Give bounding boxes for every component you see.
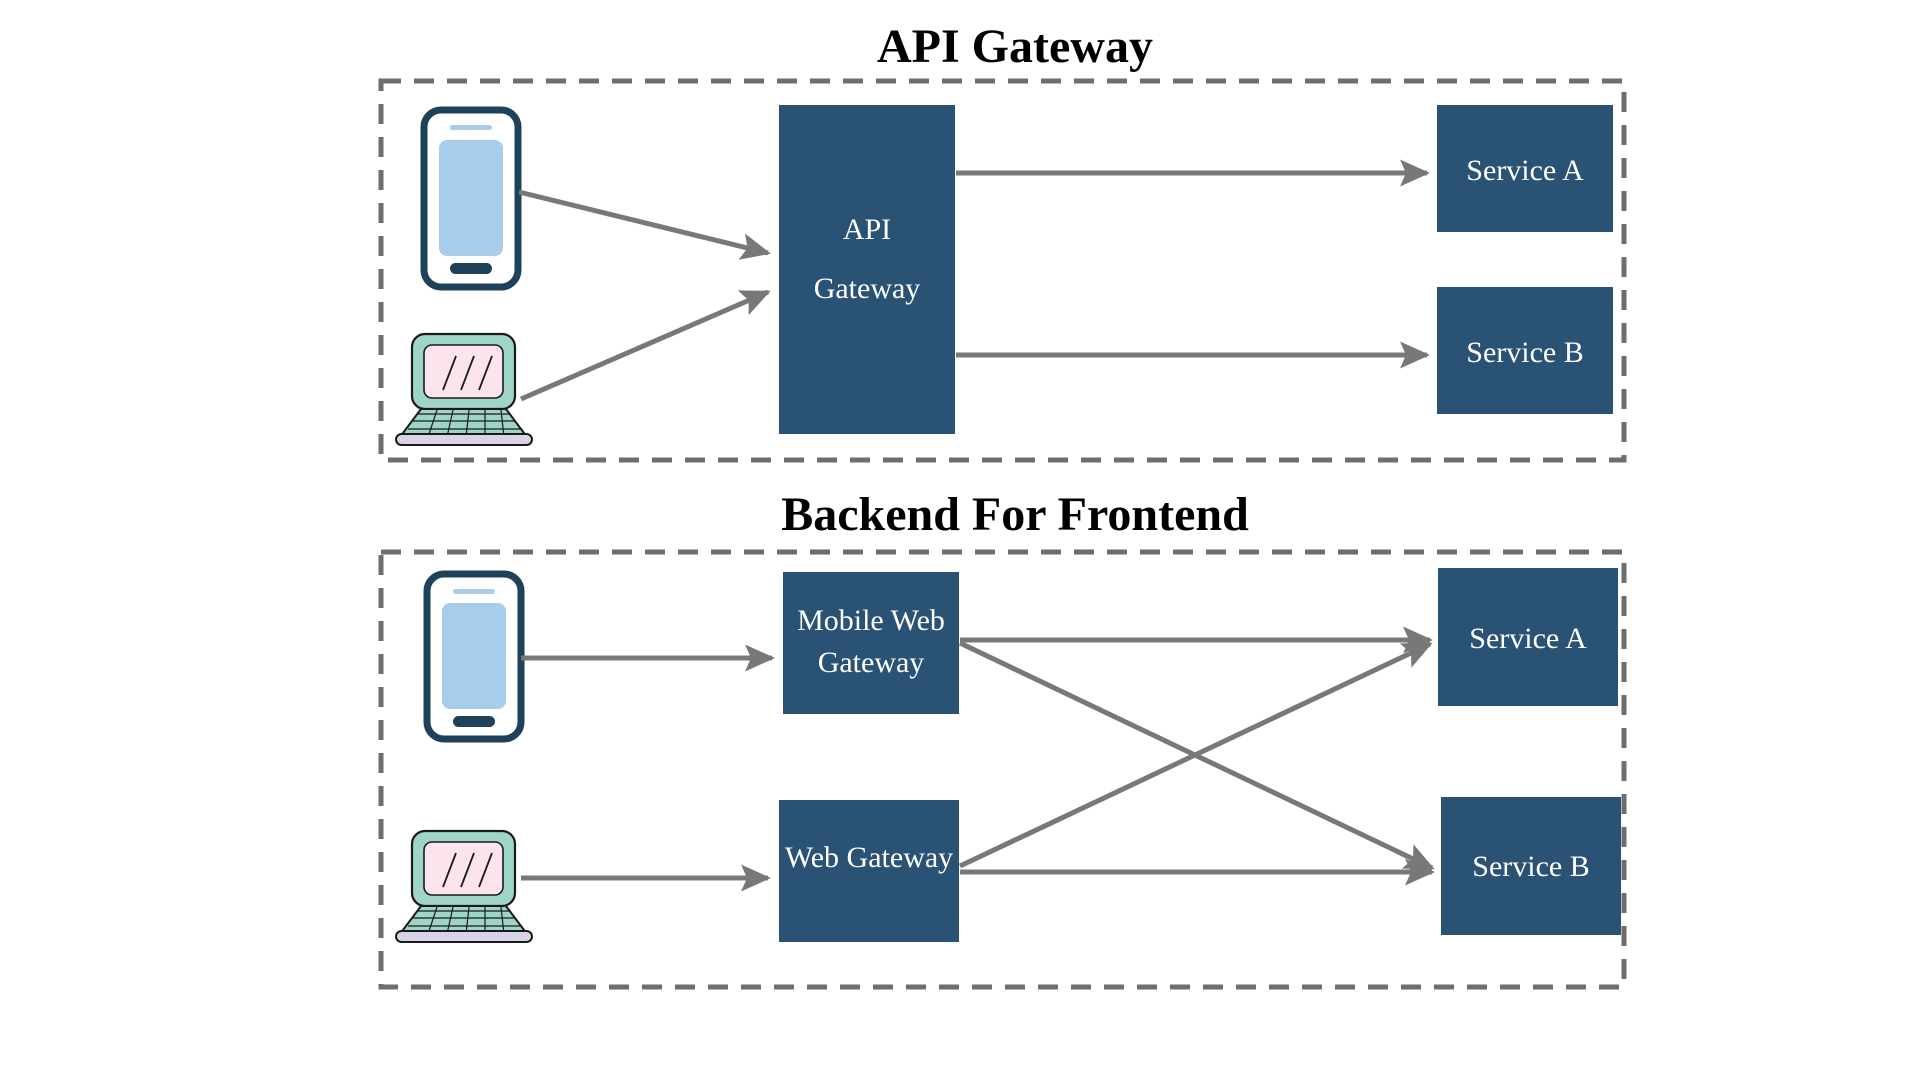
group-boundary-backend-for-frontend [378,549,1627,990]
laptop-icon [395,829,533,943]
mobile-web-gateway-node-label-line1: Mobile Web [797,604,945,637]
mobile-phone-icon [423,570,525,743]
section-title-api-gateway: API Gateway [877,20,1153,73]
service-b-node-label: Service B [1472,850,1589,883]
section-backend-for-frontend: Backend For Frontend [378,488,1627,990]
web-gateway-node: Web Gateway [779,800,959,942]
arrow-laptop-to-api-gateway [520,289,771,402]
service-b-node-section-2: Service B [1441,797,1621,935]
api-gateway-node: API Gateway [779,105,955,434]
mobile-web-gateway-node: Mobile Web Gateway [783,572,959,714]
api-gateway-node-label-line2: Gateway [814,272,921,305]
service-b-node-label: Service B [1466,336,1583,369]
mobile-web-gateway-node-label-line2: Gateway [818,646,925,679]
mobile-phone-icon [420,106,522,291]
arrow-web-gateway-to-service-a [958,641,1433,869]
group-boundary-api-gateway [378,78,1627,463]
laptop-icon [395,332,533,446]
service-a-node-section-2: Service A [1438,568,1618,706]
service-a-node-label: Service A [1466,154,1584,187]
service-b-node-section-1: Service B [1437,287,1613,414]
web-gateway-node-label: Web Gateway [785,841,953,874]
service-a-node-section-1: Service A [1437,105,1613,232]
arrow-phone-to-api-gateway [518,189,771,260]
service-a-node-label: Service A [1469,622,1587,655]
api-gateway-node-label-line1: API [843,213,891,246]
section-api-gateway: API Gateway [378,20,1627,463]
section-title-backend-for-frontend: Backend For Frontend [781,488,1249,541]
